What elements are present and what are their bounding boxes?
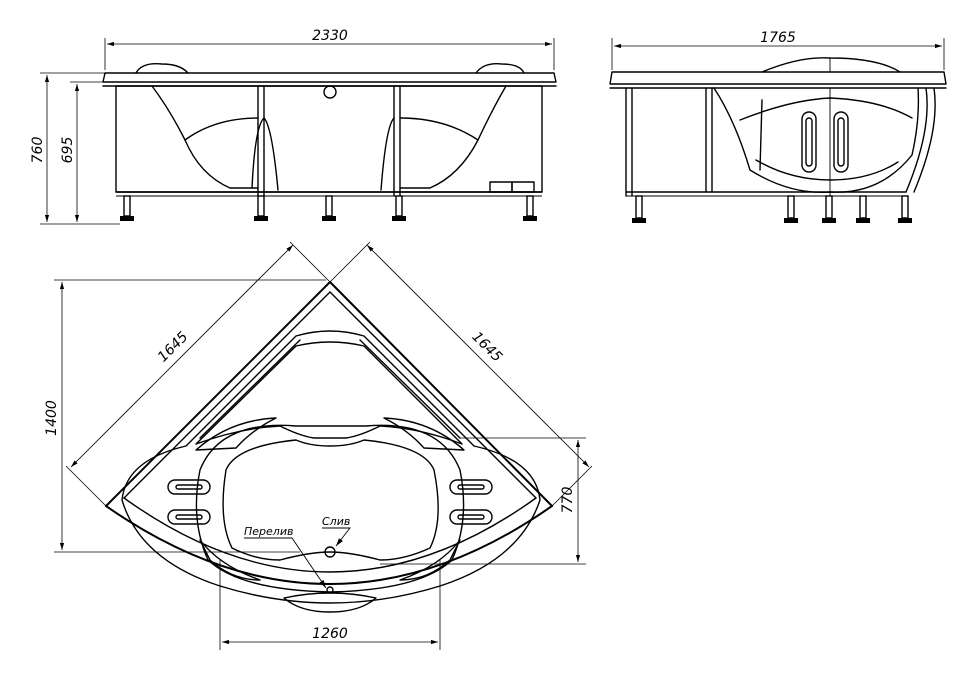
dim-side-length: 1765 (760, 30, 796, 46)
dim-inner-770: 770 (560, 487, 576, 514)
front-view: 2330 760 695 (30, 28, 557, 225)
label-drain: Слив (322, 515, 350, 528)
overflow-hole (326, 586, 334, 594)
side-legs (632, 195, 912, 223)
drain-hole (324, 546, 336, 558)
dim-side-b: 1645 (469, 329, 506, 366)
dim-total-height: 760 (30, 137, 46, 164)
label-overflow: Перелив (244, 525, 293, 538)
dim-side-a: 1645 (155, 329, 192, 366)
dim-depth-1400: 1400 (44, 400, 60, 436)
side-view: 1765 (609, 30, 947, 223)
dim-inner-width: 1260 (312, 626, 348, 642)
front-legs (120, 195, 537, 221)
top-view: Перелив Слив 1645 1645 1400 770 1260 (44, 241, 593, 650)
dim-rim-height: 695 (60, 137, 76, 164)
dim-front-length: 2330 (312, 28, 348, 44)
